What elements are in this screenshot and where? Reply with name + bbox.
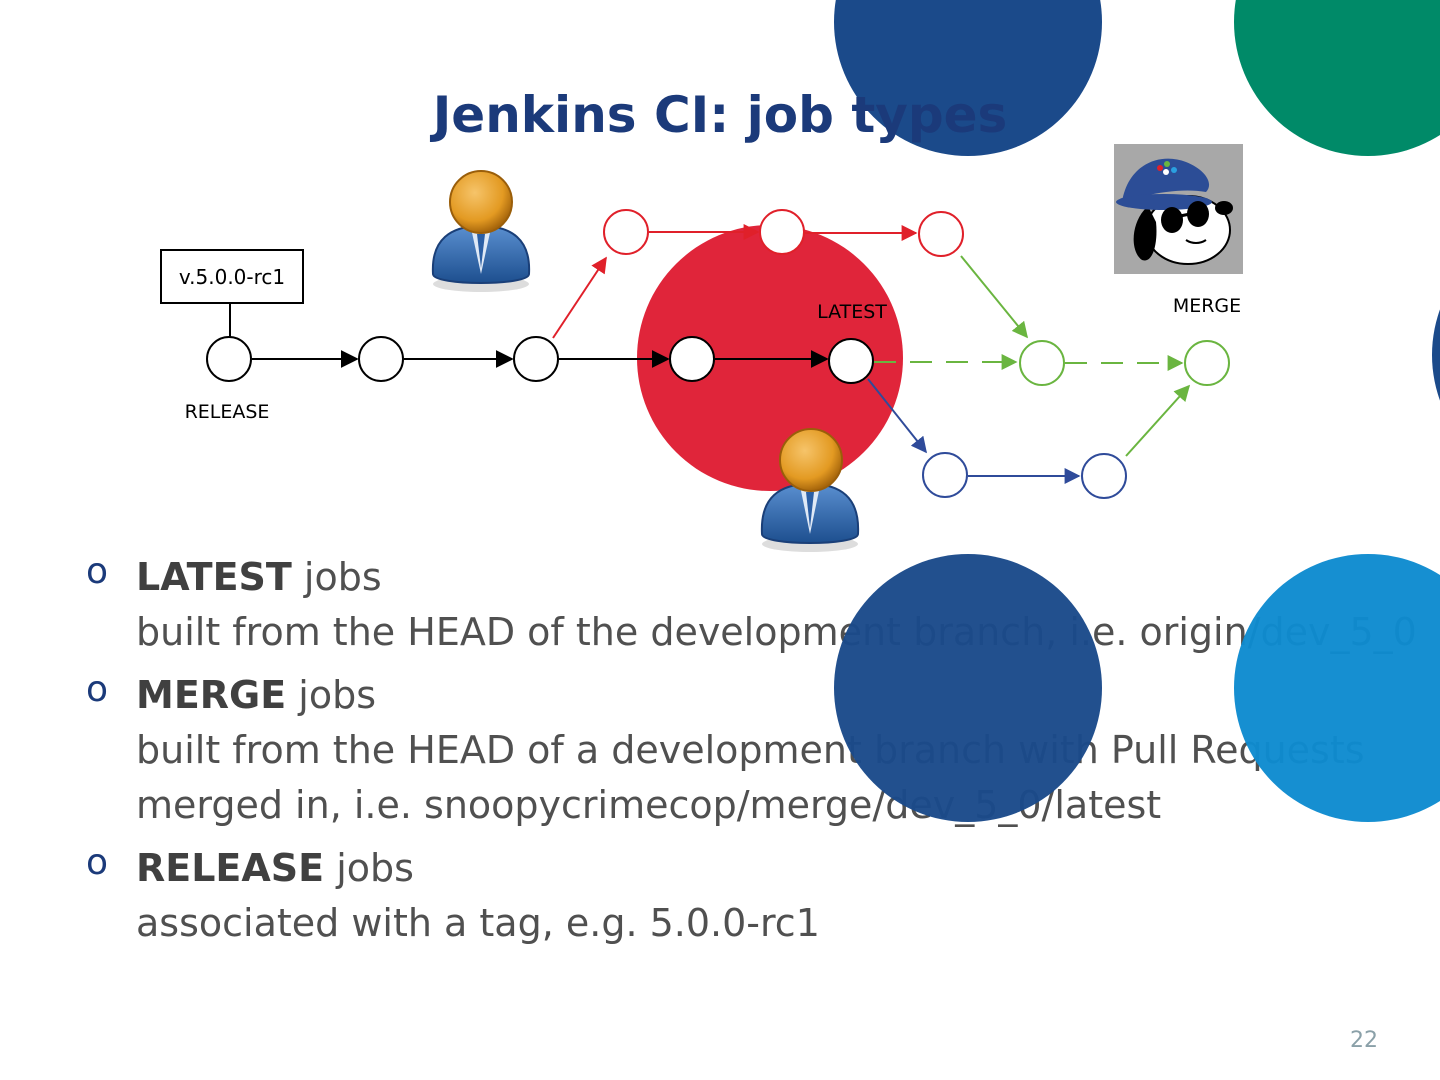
decor-circle-blue-right-edge — [1432, 309, 1440, 401]
bullet-suffix: jobs — [324, 846, 414, 890]
bullet-heading: MERGE jobs — [136, 668, 1440, 723]
bullet-suffix: jobs — [291, 555, 382, 599]
commit-main-2 — [358, 336, 404, 382]
tag-label: v.5.0.0-rc1 — [179, 265, 285, 289]
slide-title: Jenkins CI: job types — [432, 85, 1008, 144]
commit-red-2 — [759, 209, 805, 255]
green-edge-from-red — [960, 255, 1029, 339]
bullet-suffix: jobs — [286, 673, 376, 717]
tag-box — [160, 249, 304, 304]
bullet-list: o LATEST jobs built from the HEAD of the… — [86, 550, 1440, 959]
bullet-latest: o LATEST jobs built from the HEAD of the… — [86, 550, 1440, 660]
commit-merge-1 — [1019, 340, 1065, 386]
bullet-description: built from the HEAD of the development b… — [136, 610, 1417, 654]
bullet-keyword: LATEST — [136, 555, 292, 599]
bullet-marker: o — [86, 842, 109, 883]
decor-circle-green-top — [1234, 0, 1440, 156]
bullet-heading: RELEASE jobs — [136, 841, 1440, 896]
bullet-release: o RELEASE jobs associated with a tag, e.… — [86, 841, 1440, 951]
green-edge-from-blue — [1125, 384, 1191, 457]
blue-edge-down — [867, 378, 927, 454]
bullet-keyword: MERGE — [136, 673, 287, 717]
commit-red-3 — [918, 211, 964, 257]
commit-red-1 — [603, 209, 649, 255]
commit-blue-2 — [1081, 453, 1127, 499]
developer-avatar-icon — [431, 170, 531, 292]
commit-release — [206, 336, 252, 382]
commit-merge — [1184, 340, 1230, 386]
bullet-merge: o MERGE jobs built from the HEAD of a de… — [86, 668, 1440, 833]
commit-latest — [828, 338, 874, 384]
commit-main-4 — [669, 336, 715, 382]
page-number: 22 — [1350, 1028, 1378, 1053]
snoopy-crimecop-icon — [1114, 144, 1243, 274]
latest-label: LATEST — [817, 301, 887, 323]
bullet-marker: o — [86, 669, 109, 710]
merge-label: MERGE — [1173, 295, 1241, 317]
bullet-marker: o — [86, 551, 109, 592]
bullet-keyword: RELEASE — [136, 846, 325, 890]
bullet-description: associated with a tag, e.g. 5.0.0-rc1 — [136, 901, 820, 945]
red-edge-up — [552, 256, 607, 339]
commit-main-3 — [513, 336, 559, 382]
release-label: RELEASE — [185, 401, 270, 423]
bullet-heading: LATEST jobs — [136, 550, 1440, 605]
bullet-description: built from the HEAD of a development bra… — [136, 728, 1365, 827]
commit-blue-1 — [922, 452, 968, 498]
decor-circle-blue-top — [834, 0, 1102, 156]
developer-avatar-icon — [760, 428, 860, 552]
